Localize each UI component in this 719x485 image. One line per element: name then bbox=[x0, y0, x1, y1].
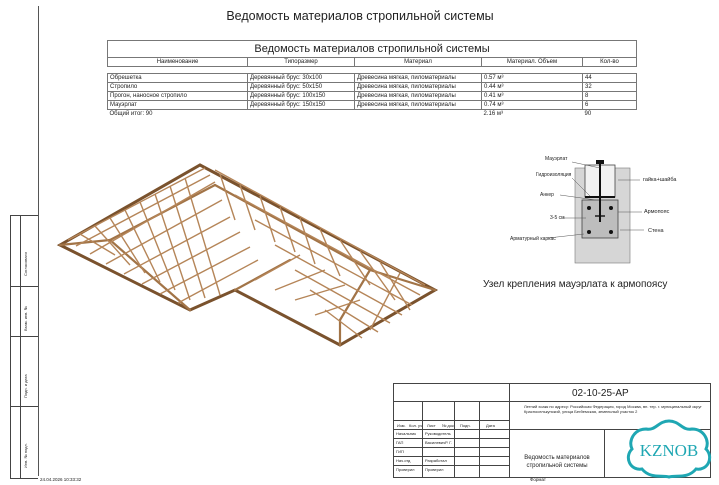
stamp-role: Начальник bbox=[396, 431, 416, 436]
node-label-armopoyas: Армопояс bbox=[644, 209, 670, 215]
node-label-cage: Арматурный каркас bbox=[510, 236, 556, 242]
table-header-row: Наименование Типоразмер Материал Материа… bbox=[107, 57, 637, 67]
cell: Обрешетка bbox=[107, 73, 248, 83]
logo-text: KZNOB bbox=[640, 441, 699, 460]
cell: 0.74 м³ bbox=[481, 100, 583, 110]
cell: 0.57 м³ bbox=[481, 73, 583, 83]
cell: Деревянный брус: 50х150 bbox=[247, 82, 355, 92]
stamp-role: ГИП bbox=[396, 449, 404, 454]
stamp-person: Руководитель bbox=[425, 431, 451, 436]
table-row: Прогон, наносное стропило Деревянный бру… bbox=[107, 91, 637, 101]
roof-framing-drawing bbox=[56, 163, 439, 347]
stamp-head-cell: Подп. bbox=[460, 423, 471, 428]
object-address: Летний хоакк по адресу: Российская Федер… bbox=[524, 404, 702, 414]
stamp-head-cell: Кол. уч bbox=[409, 423, 423, 428]
col-header-name: Наименование bbox=[107, 57, 248, 67]
col-header-material: Материал bbox=[354, 57, 482, 67]
materials-table: Ведомость материалов стропильной системы… bbox=[107, 40, 637, 118]
cell: Древесина мягкая, пиломатериалы bbox=[354, 82, 482, 92]
side-label-replace: Взам. инв. № bbox=[23, 306, 28, 331]
node-label-hydro: Гидроизоляция bbox=[536, 172, 572, 178]
cell: Древесина мягкая, пиломатериалы bbox=[354, 91, 482, 101]
side-label-sign: Подп. и дата bbox=[23, 374, 28, 398]
format-label: Формат bbox=[530, 477, 546, 482]
print-date: 24.04.2026 10:33:32 bbox=[40, 477, 82, 482]
stamp-role: Проверил bbox=[396, 467, 415, 472]
stamp-person: Разработал bbox=[425, 458, 447, 463]
page-title: Ведомость материалов стропильной системы bbox=[226, 9, 494, 23]
cell: 0.41 м³ bbox=[481, 91, 583, 101]
table-row: Обрешетка Деревянный брус: 30х100 Древес… bbox=[107, 73, 637, 83]
cell: 8 bbox=[582, 91, 637, 101]
sheet-frame bbox=[38, 6, 711, 476]
cell: Стропило bbox=[107, 82, 248, 92]
side-label-inv: Инв. № подл. bbox=[23, 443, 28, 468]
stamp-head-cell: Лист bbox=[427, 423, 436, 428]
col-header-count: Кол-во bbox=[582, 57, 637, 67]
cell: Древесина мягкая, пиломатериалы bbox=[354, 73, 482, 83]
node-label-gap: 3-5 см bbox=[550, 215, 565, 221]
node-label-nut: гайка+шайба bbox=[643, 177, 677, 183]
cell: 0.44 м³ bbox=[481, 82, 583, 92]
mauerlat-node-drawing bbox=[547, 160, 644, 264]
project-code: 02-10-25-АР bbox=[572, 388, 629, 399]
stamp-head-cell: № док bbox=[442, 423, 454, 428]
cell: Прогон, наносное стропило bbox=[107, 91, 248, 101]
table-caption-row: Ведомость материалов стропильной системы bbox=[107, 40, 637, 58]
cell: Древесина мягкая, пиломатериалы bbox=[354, 100, 482, 110]
total-label: Общий итог: 90 bbox=[109, 111, 153, 117]
nut-washer bbox=[596, 160, 604, 164]
table-row: Стропило Деревянный брус: 50х150 Древеси… bbox=[107, 82, 637, 92]
node-label-anchor: Анкер bbox=[540, 192, 554, 198]
stamp-head-cell: Дата bbox=[486, 423, 495, 428]
node-label-wall: Стена bbox=[648, 228, 664, 234]
col-header-volume: Материал. Объем bbox=[481, 57, 583, 67]
stamp-person: ВасилевичР. Г. bbox=[425, 440, 453, 445]
side-label-agreed: Согласовано bbox=[23, 251, 28, 276]
kznob-logo: KZNOB bbox=[626, 419, 712, 479]
table-total-row: Общий итог: 90 2.16 м³ 90 bbox=[108, 110, 637, 119]
cell: 6 bbox=[582, 100, 637, 110]
cell: Деревянный брус: 100х150 bbox=[247, 91, 355, 101]
cell: Деревянный брус: 150х150 bbox=[247, 100, 355, 110]
cell: 32 bbox=[582, 82, 637, 92]
sheet-name: Ведомость материалов стропильной системы bbox=[524, 455, 590, 469]
cell: Деревянный брус: 30х100 bbox=[247, 73, 355, 83]
stamp-head-cell: Изм. bbox=[397, 423, 406, 428]
node-label-mauerlat: Мауэрлат bbox=[545, 156, 568, 162]
total-count: 90 bbox=[584, 111, 592, 117]
cell: 44 bbox=[582, 73, 637, 83]
table-caption: Ведомость материалов стропильной системы bbox=[107, 40, 637, 58]
stamp-role: ГАП bbox=[396, 440, 404, 445]
side-approval-strip: Инв. № подл. Подп. и дата Взам. инв. № С… bbox=[10, 215, 38, 479]
total-volume: 2.16 м³ bbox=[483, 111, 503, 117]
cell: Мауэрлат bbox=[107, 100, 248, 110]
col-header-size: Типоразмер bbox=[247, 57, 355, 67]
stamp-role: Нач.отд bbox=[396, 458, 411, 463]
node-caption: Узел крепления мауэрлата к армопоясу bbox=[483, 279, 668, 290]
title-block: 02-10-25-АР Летний хоакк по адресу: Росс… bbox=[393, 383, 711, 478]
table-row: Мауэрлат Деревянный брус: 150х150 Древес… bbox=[107, 100, 637, 110]
stamp-person: Проверил bbox=[425, 467, 444, 472]
table-gap bbox=[107, 66, 637, 74]
